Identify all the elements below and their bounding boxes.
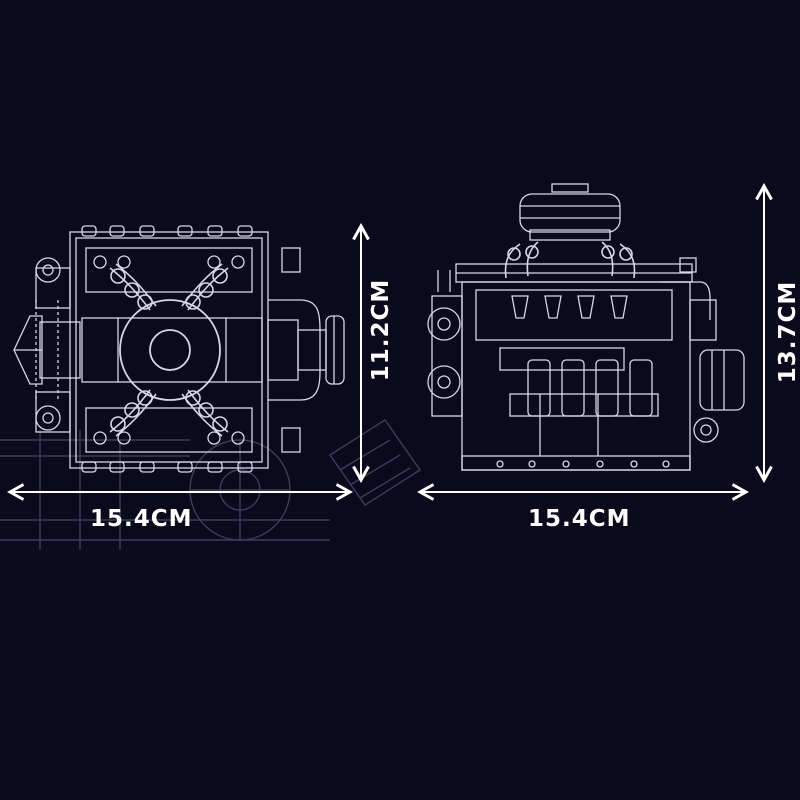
valve-cover-bumps-bottom xyxy=(93,431,245,445)
front-coiled-hoses xyxy=(504,241,636,279)
top-view-width-label: 15.4CM xyxy=(90,506,193,532)
coiled-hoses xyxy=(109,263,229,437)
engine-top-view xyxy=(13,225,345,473)
left-pulleys xyxy=(13,257,81,433)
right-side-parts xyxy=(267,247,345,453)
bottom-lug-row xyxy=(81,461,253,473)
front-right-parts xyxy=(660,257,745,443)
top-view-height-label: 11.2CM xyxy=(368,278,394,382)
front-left-gears xyxy=(427,270,463,417)
front-view-height-label: 13.7CM xyxy=(775,280,800,384)
spark-plugs xyxy=(511,295,628,319)
engine-front-view xyxy=(427,183,745,471)
background-blueprint-sketch xyxy=(0,419,421,550)
air-cleaner xyxy=(119,299,221,401)
valve-cover-bumps-top xyxy=(93,255,245,269)
pistons xyxy=(499,347,653,417)
front-view-width-label: 15.4CM xyxy=(528,506,631,532)
bottom-bolts xyxy=(496,460,670,468)
top-lug-row xyxy=(81,225,253,237)
